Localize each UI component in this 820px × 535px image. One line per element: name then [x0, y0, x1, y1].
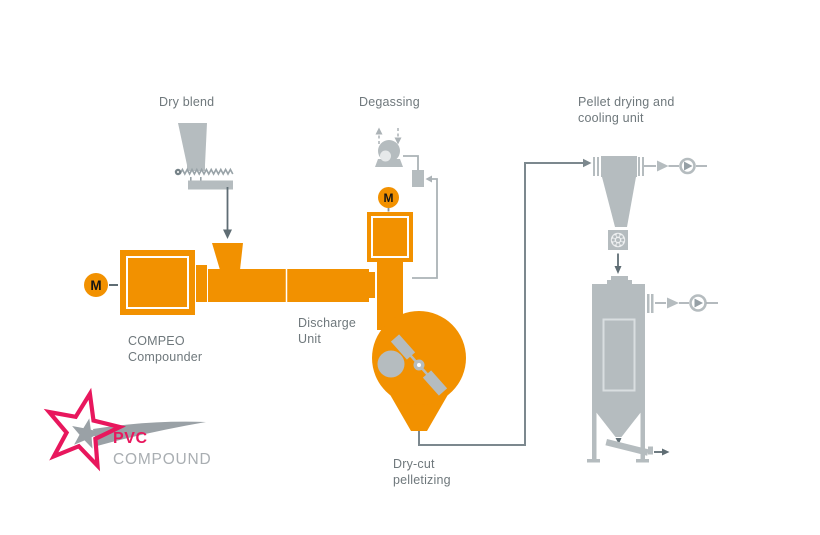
extruder-barrel-icon: [196, 265, 375, 302]
discharge-gearbox: [367, 208, 413, 262]
logo-brand-text: PVC: [113, 430, 148, 447]
dashed-arrow-up-icon: [375, 127, 383, 144]
rotary-valve-icon: [608, 230, 628, 250]
pellet-flow-line-icon: [418, 158, 592, 446]
discharge-motor-icon: M: [378, 187, 399, 208]
silo-legs-icon: [587, 412, 649, 463]
condenser-icon: [403, 155, 424, 187]
star-logo-icon: [43, 387, 206, 472]
cyclone-blower-icon: [644, 157, 707, 175]
screw-feeder-icon: [174, 167, 234, 190]
silo-blower-icon: [655, 294, 718, 312]
cutter-blade-icon: [377, 334, 448, 396]
valve-outlet-arrow-icon: [614, 253, 622, 274]
vacuum-pump-icon: [375, 140, 403, 167]
feed-hopper-icon: [212, 243, 243, 270]
compounder-gearbox: [109, 250, 195, 315]
screw-conveyor-icon: [605, 438, 670, 456]
dry-blend-label: Dry blend: [159, 95, 215, 109]
pellet-drying-label: Pellet drying and cooling unit: [578, 95, 675, 125]
compounder-motor-icon: M: [84, 273, 108, 297]
cyclone-icon: [593, 156, 644, 227]
cooling-silo-icon: [592, 276, 654, 437]
logo-subtitle-text: COMPOUND: [113, 451, 212, 468]
pelletizing-label: Dry-cut pelletizing: [393, 457, 451, 487]
feed-arrow-icon: [223, 187, 232, 239]
dashed-arrow-down-icon: [394, 128, 402, 145]
degassing-label: Degassing: [359, 95, 420, 109]
compounder-label: COMPEO Compounder: [128, 334, 203, 364]
discharge-unit-label: Discharge Unit: [298, 316, 357, 346]
vacuum-line-icon: [412, 175, 438, 279]
dry-blend-hopper-icon: [178, 123, 207, 171]
